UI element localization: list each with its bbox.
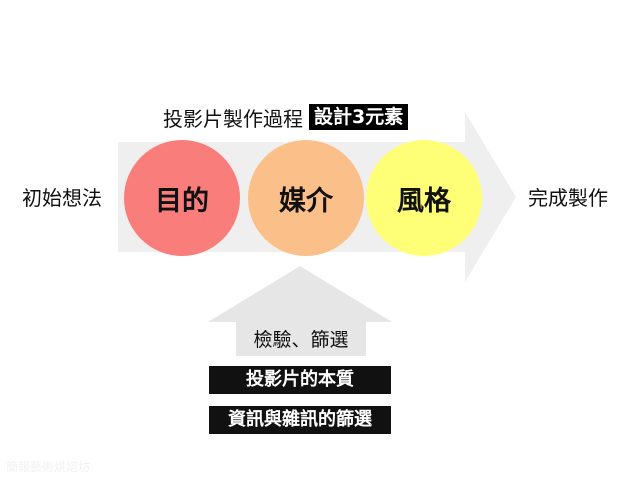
diagram-title: 投影片製作過程 設計3元素 <box>163 104 409 131</box>
element-circle-purpose: 目的 <box>124 140 240 256</box>
filter-item-essence: 投影片的本質 <box>209 366 391 394</box>
element-label: 風格 <box>397 185 451 217</box>
element-label: 媒介 <box>279 185 333 217</box>
element-circle-style: 風格 <box>366 140 482 256</box>
title-badge: 設計3元素 <box>309 104 409 130</box>
element-label: 目的 <box>155 185 209 217</box>
title-text: 投影片製作過程 <box>163 106 303 131</box>
start-label: 初始想法 <box>22 186 102 210</box>
filter-item-noise: 資訊與雜訊的篩選 <box>209 406 391 434</box>
end-label: 完成製作 <box>528 186 608 210</box>
watermark: 簡報藝術烘焙坊 <box>6 460 91 474</box>
filter-label: 檢驗、篩選 <box>236 326 366 354</box>
element-circle-medium: 媒介 <box>248 140 364 256</box>
